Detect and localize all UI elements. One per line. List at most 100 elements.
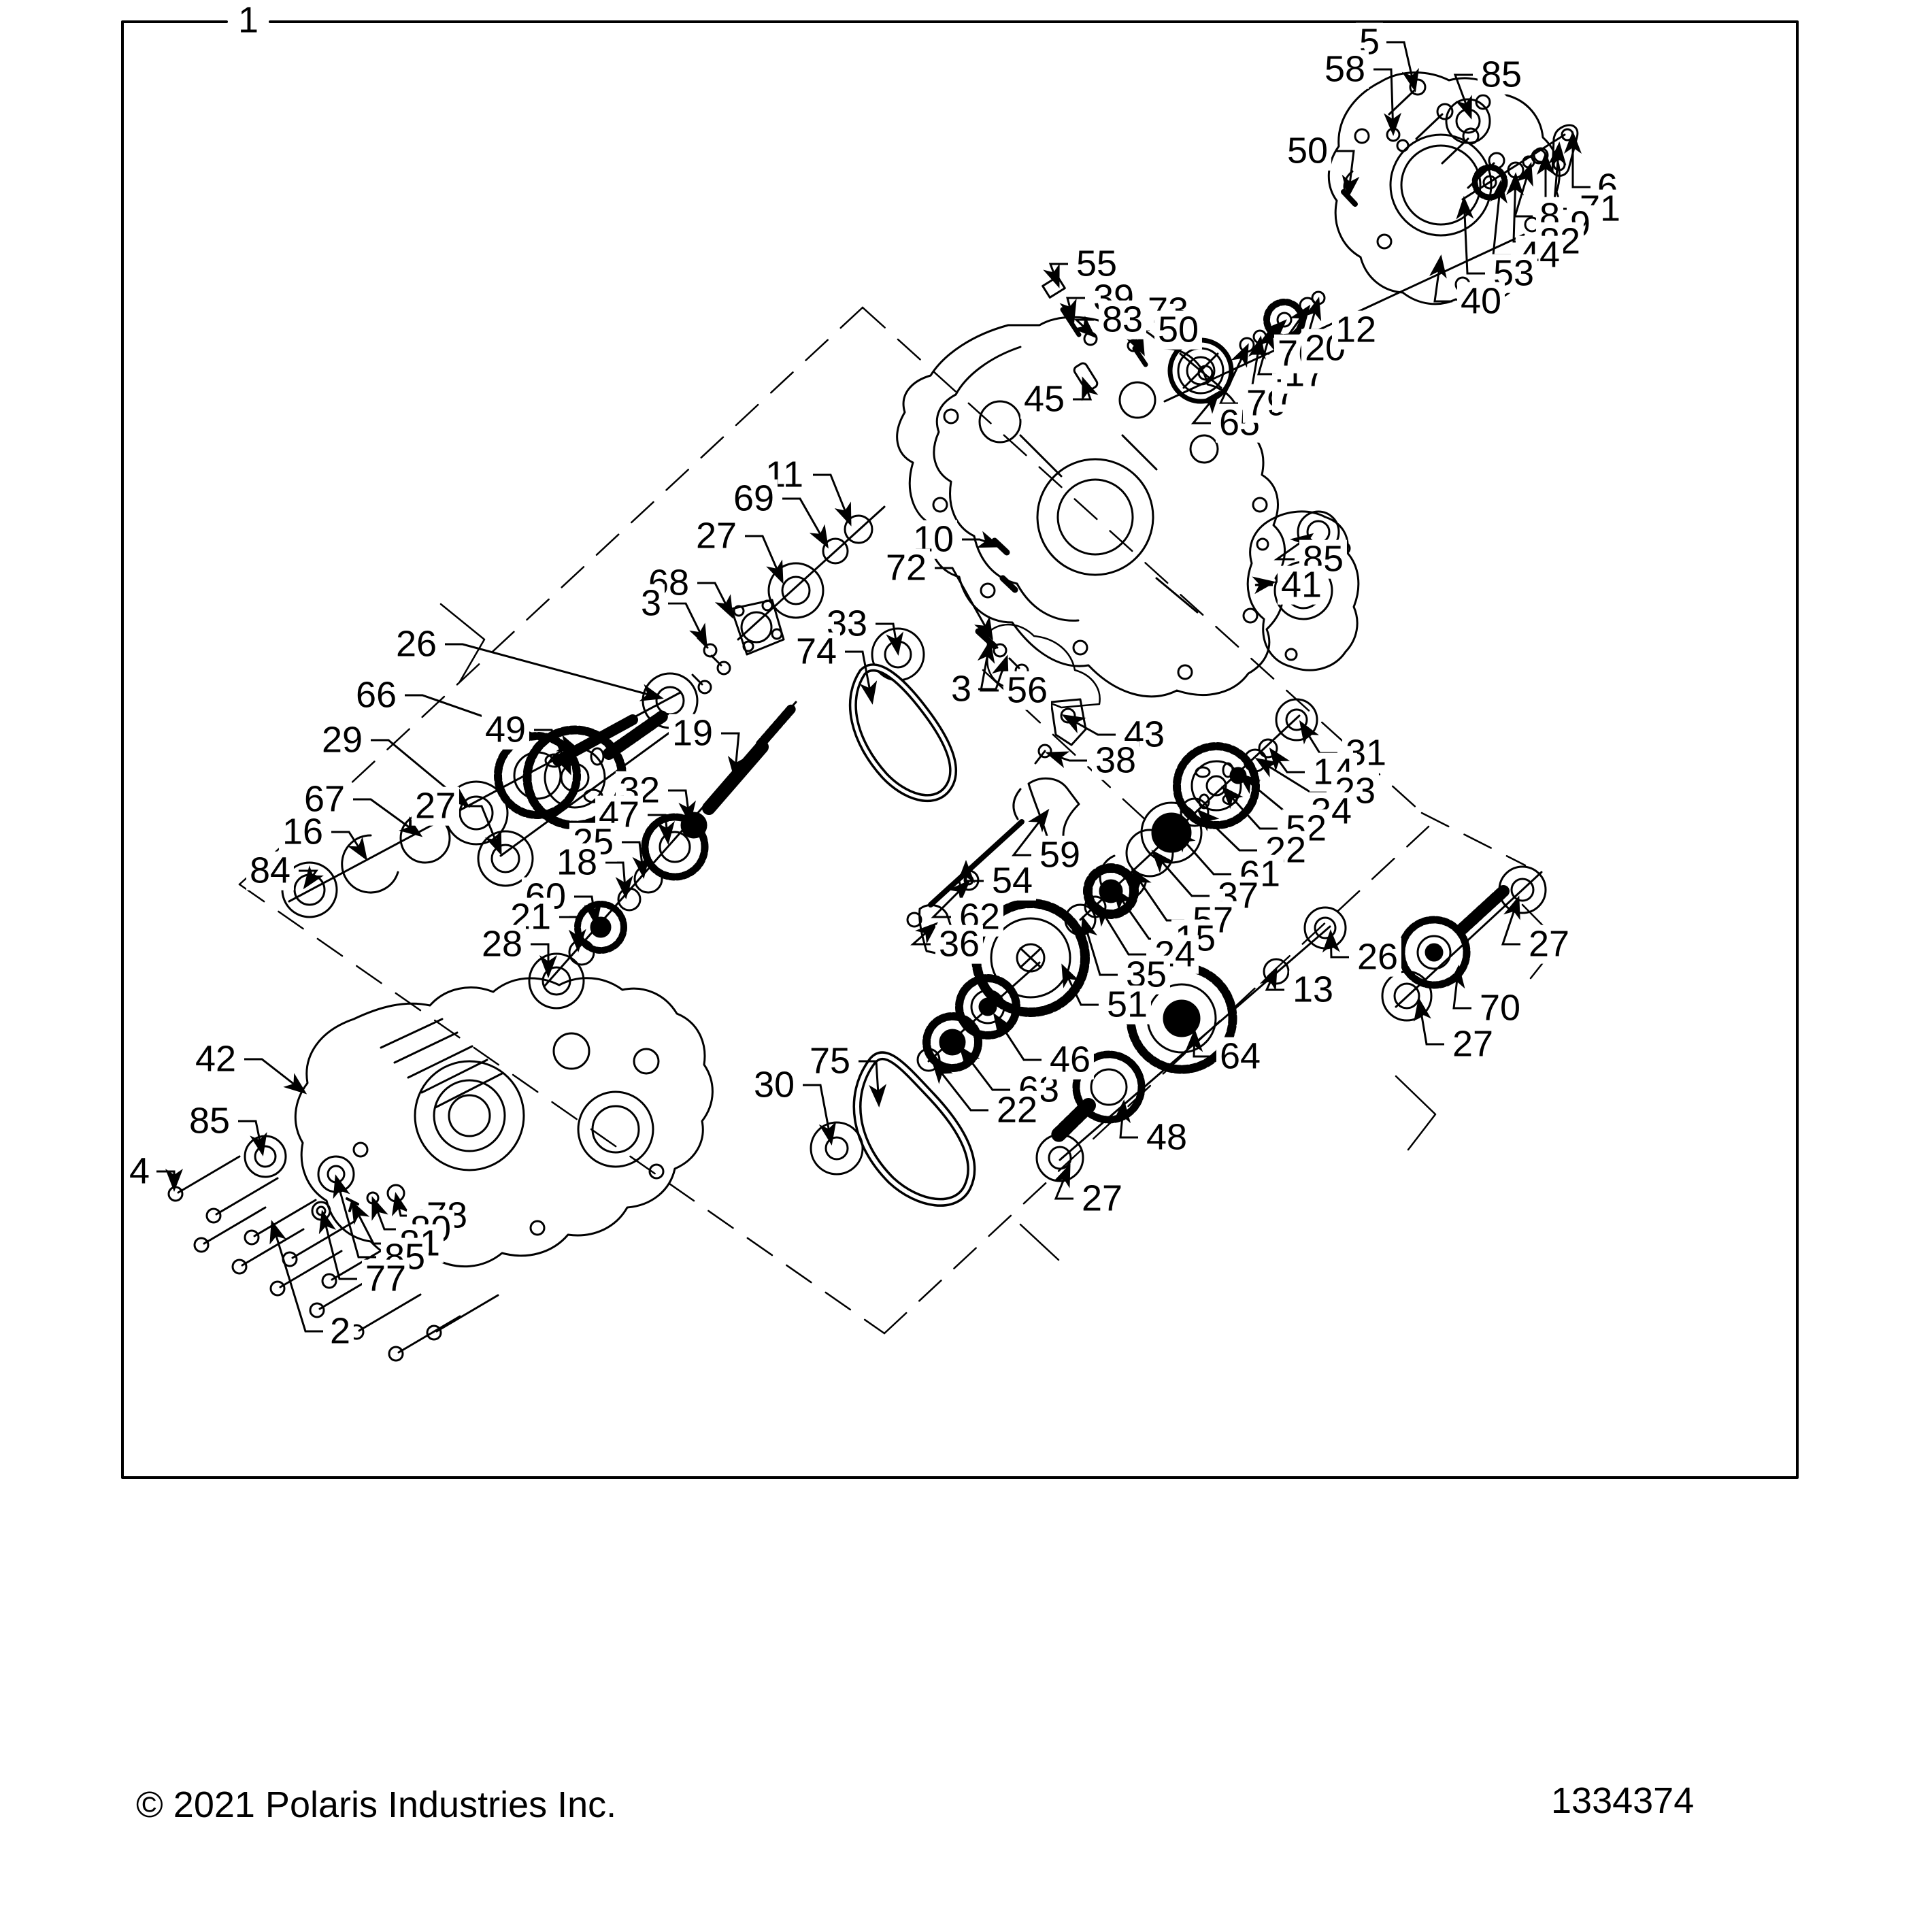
- callout-27: 27: [1078, 1179, 1127, 1218]
- callout-28: 28: [478, 925, 527, 964]
- leader-line-3: [978, 654, 1009, 690]
- bearing-flange-group: [691, 505, 925, 695]
- leader-line-46: [993, 1012, 1042, 1061]
- leader-line-33: [876, 622, 904, 656]
- leader-line-76: [1249, 319, 1287, 355]
- leader-line-17: [1257, 326, 1276, 376]
- callout-29: 29: [318, 720, 367, 760]
- leader-line-79: [1218, 343, 1249, 405]
- leader-line-25: [622, 841, 650, 879]
- callout-67: 67: [300, 780, 349, 819]
- leader-line-51: [1061, 963, 1099, 1006]
- callout-44: 44: [1515, 235, 1564, 275]
- callout-13: 13: [1288, 970, 1337, 1010]
- leader-line-27: [1053, 1163, 1073, 1200]
- callout-16: 16: [278, 812, 327, 852]
- leader-line-27: [1501, 895, 1520, 946]
- leader-line-22: [931, 1060, 988, 1112]
- callout-56: 56: [1003, 671, 1052, 710]
- leader-line-53: [1456, 196, 1485, 275]
- callout-45: 45: [1020, 380, 1069, 419]
- leader-line-38: [1045, 751, 1087, 769]
- cover-long-screws: [167, 1155, 499, 1362]
- leader-line-13: [1259, 966, 1284, 991]
- leader-line-72: [935, 567, 993, 641]
- leader-line-24: [1096, 902, 1146, 956]
- callout-64: 64: [1216, 1037, 1265, 1076]
- leader-line-85: [333, 1174, 376, 1259]
- leader-line-85: [1453, 73, 1473, 120]
- drawing-number: 1334374: [1551, 1780, 1695, 1821]
- leader-line-59: [1011, 808, 1050, 856]
- callout-74: 74: [792, 632, 841, 671]
- leader-line-50: [1336, 150, 1360, 199]
- leader-line-83: [1073, 316, 1096, 338]
- callout-26: 26: [392, 624, 441, 664]
- gear-51-46-group: [916, 899, 1090, 1072]
- callout-85: 85: [1477, 55, 1526, 95]
- leader-line-5: [1386, 41, 1419, 93]
- leader-line-40: [1429, 254, 1452, 303]
- leader-line-48: [1113, 1099, 1138, 1139]
- leader-line-61: [1173, 829, 1231, 876]
- leader-line-19: [721, 732, 746, 780]
- callout-77: 77: [361, 1259, 410, 1299]
- leader-line-32: [668, 789, 697, 825]
- leader-line-21: [559, 916, 586, 952]
- leader-line-55: [1043, 263, 1068, 288]
- leader-line-74: [845, 650, 878, 705]
- callout-42: 42: [191, 1039, 240, 1079]
- callout-26: 26: [1353, 937, 1402, 977]
- callout-49: 49: [481, 710, 530, 750]
- leader-line-45: [1073, 376, 1099, 401]
- leader-line-77: [318, 1210, 357, 1280]
- leader-line-10: [962, 531, 1001, 548]
- output-gear-group: [1035, 906, 1347, 1182]
- callout-36: 36: [935, 925, 984, 964]
- callout-38: 38: [1091, 741, 1140, 780]
- leader-line-35: [1080, 916, 1118, 976]
- leader-line-49: [534, 729, 571, 776]
- main-gearcase: [896, 316, 1286, 765]
- leader-line-16: [331, 831, 368, 861]
- leader-line-47: [648, 814, 675, 845]
- callout-11: 11: [761, 455, 807, 495]
- callout-58: 58: [1320, 50, 1369, 89]
- leader-line-26: [445, 643, 664, 701]
- leader-line-37: [1151, 849, 1210, 897]
- callout-70: 70: [1476, 988, 1525, 1028]
- leader-line-67: [353, 798, 423, 837]
- leader-line-11: [813, 473, 852, 527]
- callout-50: 50: [1154, 310, 1203, 350]
- callout-4: 4: [125, 1152, 154, 1191]
- leader-line-14: [1269, 747, 1305, 773]
- leader-line-58: [1373, 68, 1402, 136]
- leader-line-34: [1237, 772, 1303, 813]
- bracket-marks: [439, 603, 1561, 1261]
- leader-line-29: [371, 739, 471, 808]
- leader-line-18: [605, 861, 633, 899]
- leader-line-68: [697, 582, 733, 619]
- leader-line-26: [1322, 929, 1349, 959]
- leader-line-43: [1061, 714, 1116, 736]
- leader-line-56: [977, 639, 999, 692]
- callout-84: 84: [246, 851, 295, 890]
- leader-line-60: [574, 895, 602, 927]
- leader-line-44: [1490, 180, 1511, 256]
- callout-54: 54: [988, 861, 1037, 901]
- leader-line-42: [244, 1058, 307, 1095]
- leader-line-27: [1414, 997, 1444, 1046]
- callout-22: 22: [993, 1090, 1042, 1130]
- callout-83: 83: [1098, 300, 1147, 339]
- callout-50: 50: [1283, 131, 1332, 171]
- leader-line-12: [1304, 297, 1327, 331]
- callout-27: 27: [1448, 1025, 1497, 1064]
- leader-line-30: [803, 1084, 837, 1146]
- belt-74: [848, 663, 958, 803]
- callout-43: 43: [1120, 715, 1169, 754]
- callout-69: 69: [729, 479, 778, 518]
- leader-line-36: [910, 922, 938, 946]
- leader-line-4: [156, 1169, 183, 1192]
